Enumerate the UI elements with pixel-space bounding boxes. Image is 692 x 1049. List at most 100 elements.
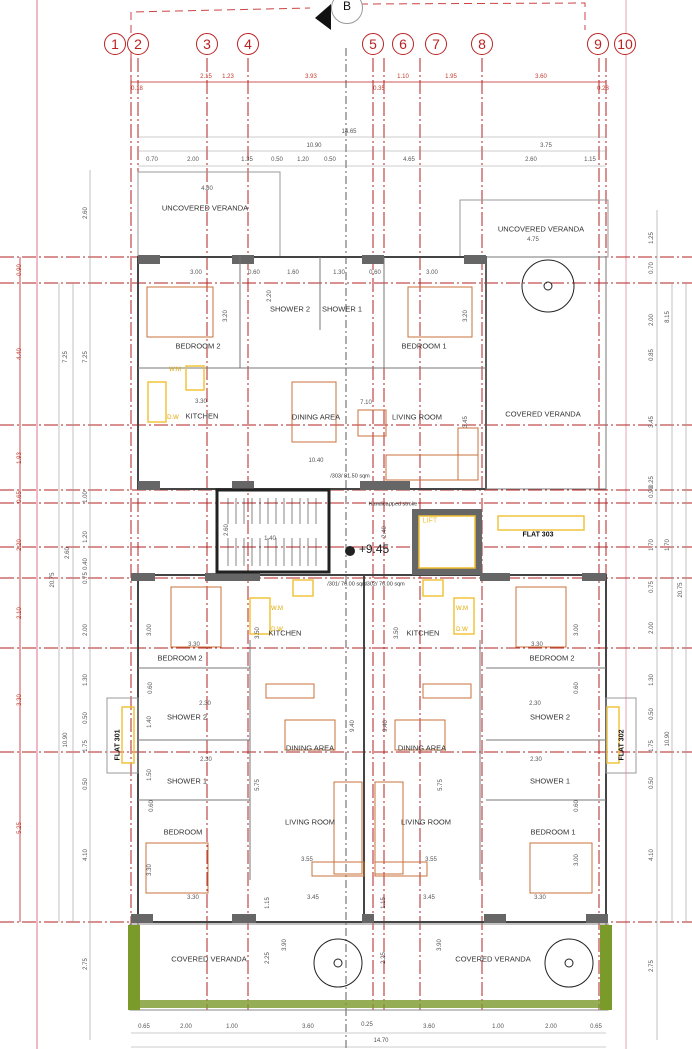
dimension-label: 9.40: [383, 720, 389, 732]
appliance-label: W.M: [456, 606, 468, 612]
dimension-label: 3.00: [147, 624, 153, 636]
dimension-label: 1.15: [265, 897, 271, 909]
dimension-label: 3.30: [17, 694, 23, 706]
room-label: BEDROOM 2: [529, 653, 575, 663]
dimension-label: 4.40: [17, 348, 23, 360]
dimension-label: 1.35: [241, 157, 253, 163]
dimension-label: 5.25: [17, 822, 23, 834]
room-label: LIVING ROOM: [400, 817, 452, 827]
dimension-label: 10.90: [306, 143, 322, 149]
dimension-label: 2.75: [83, 958, 89, 970]
dimension-label: 0.60: [149, 800, 155, 812]
dimension-label: 9.40: [350, 720, 356, 732]
dimension-label: 0.60: [148, 682, 154, 694]
dimension-label: 3.30: [534, 895, 546, 901]
dimension-label: 3.20: [223, 310, 229, 322]
dimension-label: 0.25: [361, 1022, 373, 1028]
dimension-label: 10.40: [308, 458, 324, 464]
dimension-label: 0.60: [369, 270, 381, 276]
dimension-label: 2.00: [180, 1024, 192, 1030]
dimension-lines-red: [19, 81, 606, 922]
dimension-label: 4.10: [83, 849, 89, 861]
dimension-label: 0.75: [649, 581, 655, 593]
dimension-label: 1.50: [147, 769, 153, 781]
dimension-label: 3.60: [302, 1024, 314, 1030]
dimension-label: 2.30: [200, 757, 212, 763]
dimension-label: 3.55: [301, 857, 313, 863]
dimension-label: 0.85: [649, 349, 655, 361]
dimension-label: 0.60: [248, 270, 260, 276]
dimension-label: 0.70: [146, 157, 158, 163]
handicapped-label: Handicapped stroke: [368, 501, 418, 508]
dimension-label: 2.15: [200, 74, 212, 80]
grid-axis-bubble: 7: [425, 33, 447, 55]
room-label: LIVING ROOM: [284, 817, 336, 827]
dimension-label: 3.00: [190, 270, 202, 276]
dimension-label: 4.65: [403, 157, 415, 163]
dimension-label: 2.60: [83, 207, 89, 219]
dimension-label: 1.95: [445, 74, 457, 80]
room-label: BEDROOM 2: [157, 653, 203, 663]
flat-area-label: /302/ 76.00 sqm: [365, 581, 405, 588]
room-label: SHOWER 1: [529, 776, 571, 786]
dimension-label: 3.90: [282, 939, 288, 951]
room-label: DINING AREA: [291, 412, 341, 422]
dimension-label: 2.60: [224, 524, 230, 536]
dimension-label: 3.30: [147, 864, 153, 876]
dimension-label: 0.65: [138, 1024, 150, 1030]
dimension-label: 2.20: [267, 290, 273, 302]
dimension-label: 1.93: [17, 452, 23, 464]
dimension-label: 1.15: [381, 897, 387, 909]
dimension-label: 1.30: [649, 674, 655, 686]
appliance-label: W.M: [169, 367, 181, 373]
dimension-label: 2.30: [199, 701, 211, 707]
grid-axis-bubble: 3: [196, 33, 218, 55]
flat-area-label: /301/ 76.00 sqm: [327, 581, 367, 588]
dimension-label: 0.50: [649, 777, 655, 789]
dimension-label: 20.75: [678, 582, 684, 598]
room-label: SHOWER 2: [529, 712, 571, 722]
dimension-label: 14.70: [373, 1038, 389, 1044]
dimension-label: 4.75: [527, 237, 539, 243]
dimension-label: 3.93: [305, 74, 317, 80]
dimension-label: 0.90: [649, 486, 655, 498]
grid-axis-bubble: 10: [614, 33, 636, 55]
grid-axis-bubble: 9: [587, 33, 609, 55]
dimension-label: 0.35: [373, 86, 385, 92]
dimension-label: 3.55: [425, 857, 437, 863]
dimension-label: 3.00: [574, 624, 580, 636]
spiral-stair: [313, 259, 594, 988]
dimension-label: 0.50: [649, 708, 655, 720]
dimension-label: 2.30: [530, 757, 542, 763]
dimension-label: 10.90: [63, 732, 69, 748]
dimension-label: 0.50: [83, 778, 89, 790]
staircase: [215, 488, 331, 574]
furniture: [145, 286, 593, 894]
dimension-label: 1.75: [649, 740, 655, 752]
dimension-label: 1.70: [649, 539, 655, 551]
dimension-label: 3.30: [195, 399, 207, 405]
dimension-label: 0.18: [131, 86, 143, 92]
flat-label: FLAT 301: [114, 729, 122, 761]
dimension-label: 3.20: [463, 310, 469, 322]
dimension-label: 4.80: [201, 186, 213, 192]
room-label: BEDROOM 2: [175, 341, 221, 351]
dimension-label: 3.30: [188, 642, 200, 648]
dimension-label: 0.50: [271, 157, 283, 163]
dimension-lines-gray: [58, 136, 687, 1048]
dimension-label: 3.00: [426, 270, 438, 276]
dimension-label: 2.60: [525, 157, 537, 163]
dimension-label: 1.00: [226, 1024, 238, 1030]
flat-label: FLAT 303: [522, 531, 554, 539]
appliance-label: W.M: [271, 606, 283, 612]
uncovered-veranda-left: [137, 171, 281, 258]
dimension-label: 3.60: [535, 74, 547, 80]
room-label: COVERED VERANDA: [171, 954, 247, 964]
room-label: COVERED VERANDA: [505, 409, 581, 419]
dimension-label: 2.00: [649, 622, 655, 634]
dimension-label: 2.00: [83, 624, 89, 636]
dimension-label: 2.75: [649, 960, 655, 972]
flat-area-label: /303/ 81.50 sqm: [330, 473, 370, 480]
room-label: UNCOVERED VERANDA: [497, 224, 585, 234]
dimension-label: 3.75: [540, 143, 552, 149]
